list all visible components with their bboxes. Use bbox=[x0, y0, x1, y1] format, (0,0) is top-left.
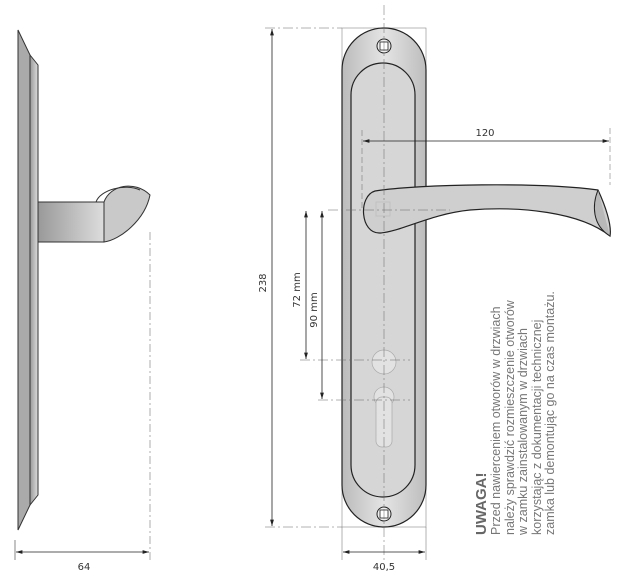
warning-line: zamka lub demontując go na czas montażu. bbox=[542, 291, 557, 535]
warning-title: UWAGA! bbox=[472, 472, 490, 536]
warning-line: korzystając z dokumentacji technicznej bbox=[529, 319, 544, 535]
dimension-spacing-72: 72 mm bbox=[292, 272, 303, 307]
warning-line: w zamku zainstalowanym w drzwiach bbox=[515, 327, 530, 535]
warning-note: UWAGA! Przed nawierceniem otworów w drzw… bbox=[473, 235, 558, 535]
dimension-width: 40,5 bbox=[373, 562, 395, 573]
dimension-lever-length: 120 bbox=[475, 128, 494, 139]
warning-line: należy sprawdzić rozmieszczenie otworów bbox=[502, 300, 517, 535]
side-view bbox=[14, 29, 151, 560]
dimension-spacing-90: 90 mm bbox=[309, 292, 320, 327]
warning-line: Przed nawierceniem otworów w drzwiach bbox=[488, 306, 503, 535]
dimension-depth: 64 bbox=[78, 562, 91, 573]
dimension-height: 238 bbox=[258, 273, 269, 292]
front-view bbox=[265, 5, 611, 560]
